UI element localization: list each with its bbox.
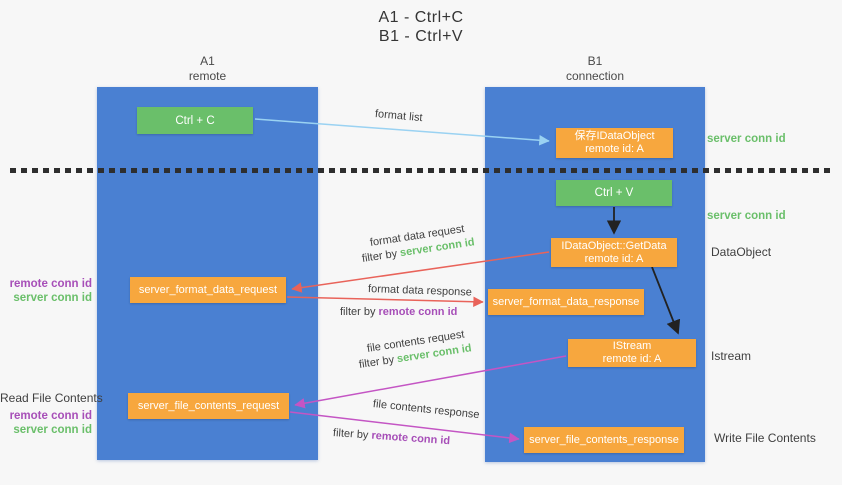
title-line-2: B1 - Ctrl+V [378,28,464,45]
lifeline-header-a1: A1 remote [97,54,318,84]
node-getdata-line1: IDataObject::GetData [561,239,667,252]
annotation-server-conn-id-mid: server conn id [707,210,786,222]
node-server-file-contents-request-label: server_file_contents_request [137,399,280,412]
node-istream-line1: IStream [612,340,652,352]
node-getdata-line2: remote id: A [584,252,644,265]
filter-by-text: filter by [340,306,379,318]
title-line-1: A1 - Ctrl+C [378,9,464,26]
node-server-format-data-response-label: server_format_data_response [492,295,640,308]
filter-by-text: filter by [358,353,398,371]
lifeline-b1-name: B1 [587,54,603,68]
remote-conn-id-keyword: remote conn id [371,429,451,448]
annotation-server-conn-id-2: server conn id [13,424,92,436]
node-save-dataobject: 保存IDataObject remote id: A [556,128,673,158]
label-filter-by-remote-conn-id-1: filter by remote conn id [340,306,457,318]
annotation-server-conn-id-1: server conn id [13,292,92,304]
lifeline-a1-name: A1 [200,54,215,68]
node-ctrl-v: Ctrl + V [556,180,672,206]
node-server-file-contents-request: server_file_contents_request [128,393,289,419]
diagram-title: A1 - Ctrl+C B1 - Ctrl+V [0,8,842,46]
node-save-dataobject-line1: 保存IDataObject [574,130,655,142]
copy-paste-divider-line [10,168,835,173]
node-server-format-data-request-label: server_format_data_request [138,283,278,296]
annotation-remote-conn-id-1: remote conn id [9,278,92,290]
node-ctrl-v-label: Ctrl + V [594,187,634,199]
node-server-file-contents-response: server_file_contents_response [524,427,684,453]
node-server-format-data-response: server_format_data_response [488,289,644,315]
filter-by-text: filter by [361,247,401,265]
annotation-read-file-contents: Read File Contents [0,391,103,405]
node-idataobject-getdata: IDataObject::GetData remote id: A [551,238,677,267]
node-save-dataobject-line2: remote id: A [585,143,644,155]
node-server-format-data-request: server_format_data_request [130,277,286,303]
annotation-server-conn-id-top: server conn id [707,133,786,145]
node-istream: IStream remote id: A [568,339,696,367]
annotation-write-file-contents: Write File Contents [714,431,816,445]
lifeline-a1-role: remote [188,69,227,83]
lifeline-b1-role: connection [565,69,625,83]
label-format-data-response: format data response [367,283,473,299]
lifeline-header-b1: B1 connection [485,54,705,84]
annotation-istream: Istream [711,349,752,363]
annotation-dataobject: DataObject [711,245,772,259]
filter-by-text: filter by [332,427,372,442]
label-filter-by-remote-conn-id-2: filter by remote conn id [333,427,451,447]
remote-conn-id-keyword: remote conn id [378,306,458,318]
annotation-remote-conn-id-2: remote conn id [9,410,92,422]
node-ctrl-c-label: Ctrl + C [175,114,215,127]
label-format-list: format list [374,108,424,125]
node-server-file-contents-response-label: server_file_contents_response [529,433,679,446]
node-ctrl-c: Ctrl + C [137,107,253,134]
node-istream-line2: remote id: A [602,353,662,365]
label-file-contents-response: file contents response [372,398,481,422]
